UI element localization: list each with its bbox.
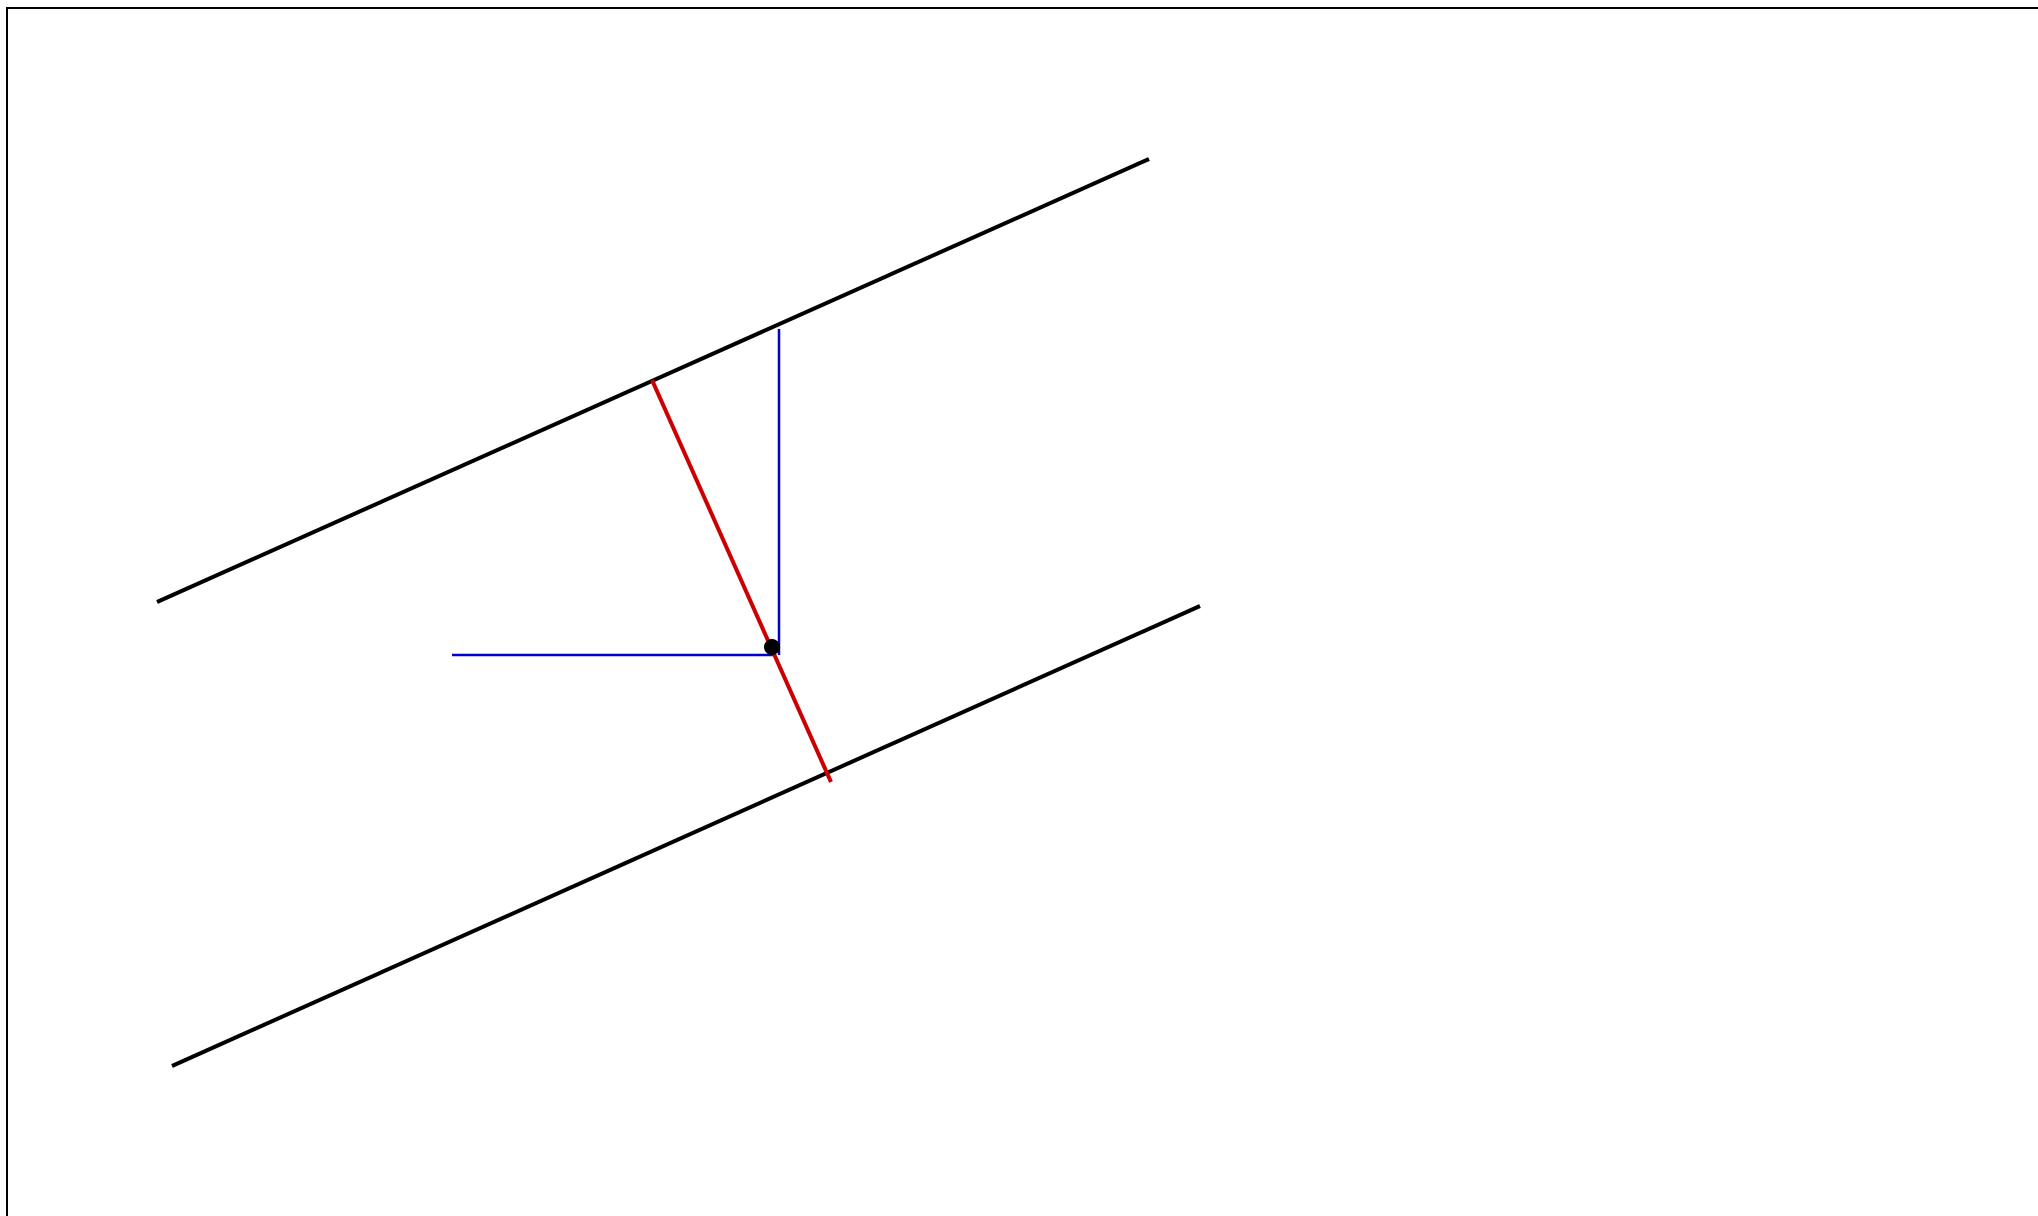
lower-parallel-line xyxy=(171,604,1201,1068)
frame-border xyxy=(6,7,2038,1216)
perpendicular-segment xyxy=(650,379,833,783)
reference-point xyxy=(764,639,780,655)
